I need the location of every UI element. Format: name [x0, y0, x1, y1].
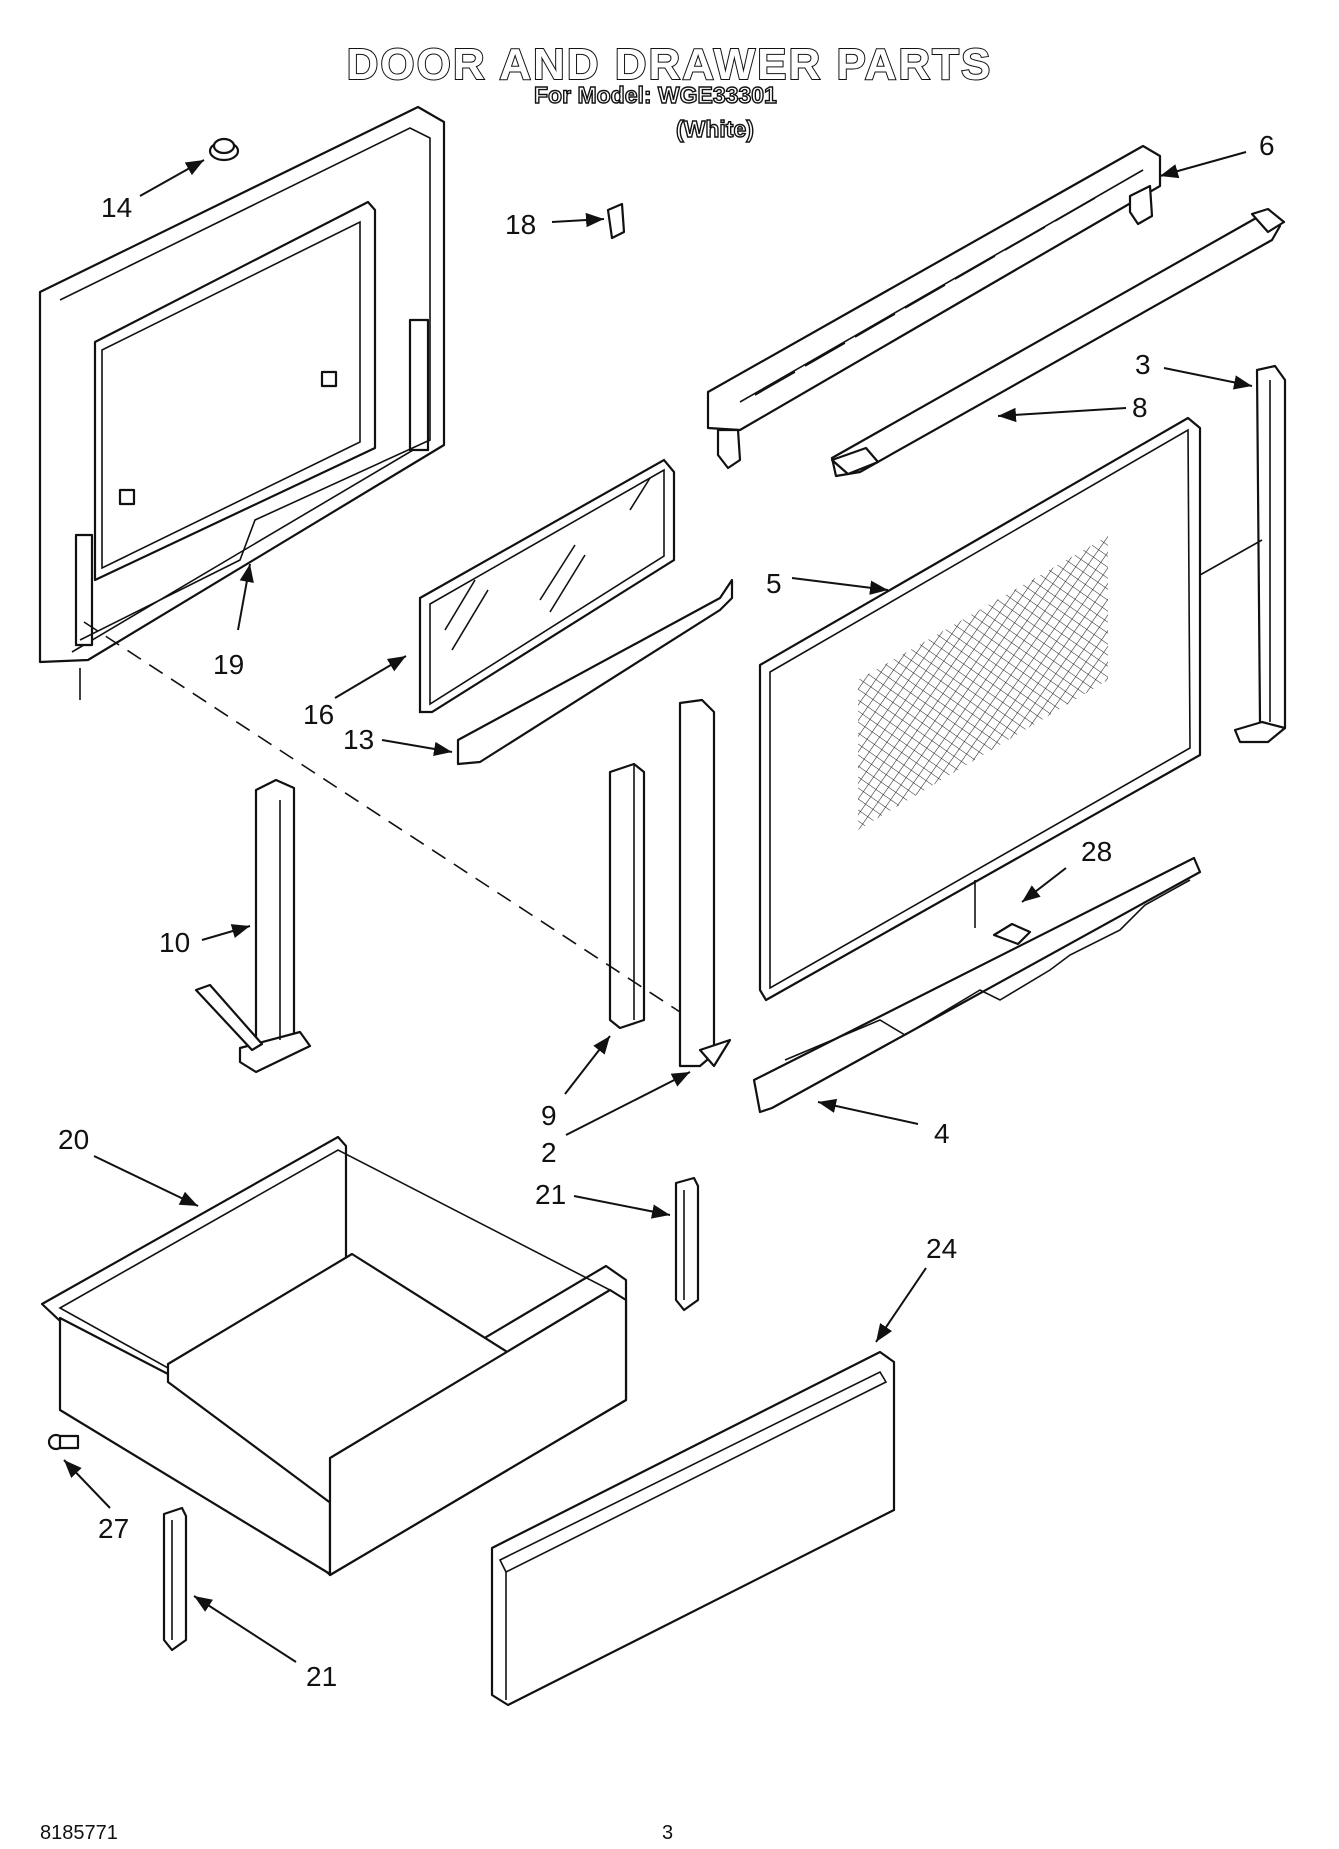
- callout-3: 3: [1135, 349, 1151, 380]
- callout-27: 27: [98, 1513, 129, 1544]
- door-side-trim-left: [678, 698, 732, 1068]
- document-number: 8185771: [40, 1822, 118, 1844]
- callout-28: 28: [1081, 836, 1112, 867]
- storage-drawer: [40, 1135, 628, 1577]
- callout-19: 19: [213, 649, 244, 680]
- door-hinge: [194, 778, 312, 1074]
- callout-14: 14: [101, 192, 132, 223]
- callout-9: 9: [541, 1100, 557, 1131]
- callout-20: 20: [58, 1124, 89, 1155]
- door-handle: [830, 207, 1286, 478]
- drawer-screw: [47, 1433, 80, 1451]
- callout-4: 4: [934, 1118, 950, 1149]
- callout-24: 24: [926, 1233, 957, 1264]
- bracket: [992, 922, 1032, 946]
- callout-21-upper: 21: [535, 1179, 566, 1210]
- callout-labels: 14 18 6 8 3 5 19 16 13 10 28 9 2 4 20 21…: [58, 130, 1275, 1692]
- drawer-front-panel: [490, 1350, 896, 1707]
- door-bumper: [208, 137, 240, 162]
- page-title: DOOR AND DRAWER PARTS: [346, 39, 993, 90]
- clip: [606, 202, 626, 240]
- callout-21-lower: 21: [306, 1661, 337, 1692]
- callout-8: 8: [1132, 392, 1148, 423]
- callout-18: 18: [505, 209, 536, 240]
- callout-5: 5: [766, 568, 782, 599]
- vent-trim: [706, 144, 1162, 470]
- glass-retainer: [456, 578, 734, 766]
- callout-13: 13: [343, 724, 374, 755]
- assembly-guide-lines: [79, 539, 1263, 1013]
- page-number: 3: [662, 1822, 674, 1844]
- callout-arrows: [63, 151, 1253, 1663]
- door-bottom-trim: [752, 856, 1202, 1114]
- inner-door-panel: [38, 105, 446, 664]
- insulation-strip: [608, 762, 646, 1030]
- callout-6: 6: [1259, 130, 1275, 161]
- drawer-slide-upper: [674, 1176, 700, 1312]
- model-variant: (White): [675, 115, 754, 142]
- callout-2: 2: [541, 1137, 557, 1168]
- callout-10: 10: [159, 927, 190, 958]
- callout-16: 16: [303, 699, 334, 730]
- drawer-slide-lower: [162, 1506, 188, 1652]
- outer-door-panel: [758, 416, 1202, 1002]
- window-glass: [418, 458, 676, 714]
- model-subtitle: For Model: WGE33301: [533, 81, 777, 108]
- door-side-trim-right: [1233, 364, 1287, 744]
